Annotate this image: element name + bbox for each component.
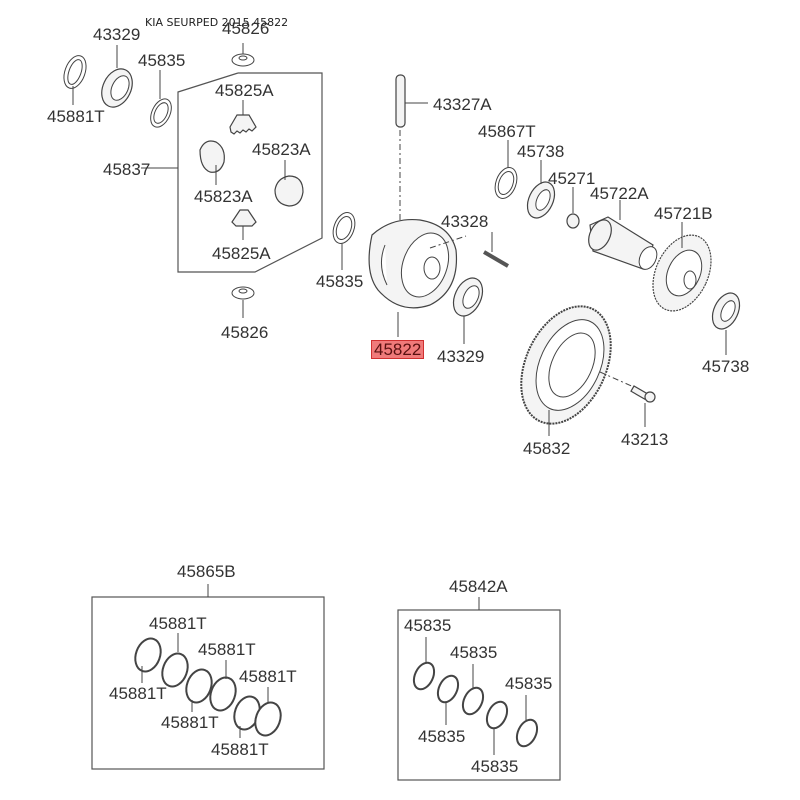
- kit-item-label[interactable]: 45881T: [198, 640, 256, 659]
- part-label-45837[interactable]: 45837: [103, 160, 151, 179]
- differential-case-45822[interactable]: [368, 218, 458, 309]
- part-label-43213[interactable]: 43213: [621, 430, 669, 449]
- part-label-45867T[interactable]: 45867T: [478, 122, 536, 141]
- kit-item-label[interactable]: 45881T: [239, 667, 297, 686]
- kit-item-label[interactable]: 45881T: [211, 740, 269, 759]
- part-label-45738[interactable]: 45738: [702, 357, 750, 376]
- nut-45271[interactable]: [566, 213, 580, 229]
- kit-item-label[interactable]: 45835: [418, 727, 466, 746]
- part-label-45835[interactable]: 45835: [316, 272, 364, 291]
- kit-item-label[interactable]: 45881T: [109, 684, 167, 703]
- part-label-45722A[interactable]: 45722A: [590, 184, 649, 203]
- part-label-45738[interactable]: 45738: [517, 142, 565, 161]
- kit-45837-outline: [177, 72, 323, 273]
- kit-item-label[interactable]: 45835: [471, 757, 519, 776]
- diagram-header: KIA SEURPED 2015 45822: [145, 16, 289, 29]
- part-label-45825A[interactable]: 45825A: [215, 81, 274, 100]
- kit-item-label[interactable]: 45835: [505, 674, 553, 693]
- part-label-43329[interactable]: 43329: [437, 347, 485, 366]
- pin-43328[interactable]: [482, 250, 510, 268]
- kit-item-label[interactable]: 45881T: [161, 713, 219, 732]
- kit-45865B-rings[interactable]: [131, 635, 285, 739]
- kit-45842A-rings[interactable]: [410, 660, 541, 750]
- part-label-45835[interactable]: 45835: [138, 51, 186, 70]
- part-label-43329[interactable]: 43329: [93, 25, 141, 44]
- part-label-45823A[interactable]: 45823A: [194, 187, 253, 206]
- driven-gear-45721B[interactable]: [642, 226, 723, 320]
- part-label-45823A[interactable]: 45823A: [252, 140, 311, 159]
- kit-label-45842A[interactable]: 45842A: [449, 577, 508, 596]
- part-label-45271[interactable]: 45271: [548, 169, 596, 188]
- part-label-45822-highlighted[interactable]: 45822: [371, 340, 425, 359]
- gear-45823A-right[interactable]: [274, 175, 304, 207]
- gear-45825A-top[interactable]: [229, 114, 257, 135]
- pin-43327A[interactable]: [395, 74, 406, 128]
- part-label-45881T[interactable]: 45881T: [47, 107, 105, 126]
- kit-item-label[interactable]: 45835: [404, 616, 452, 635]
- gear-45823A-left[interactable]: [199, 140, 225, 173]
- part-label-45721B[interactable]: 45721B: [654, 204, 713, 223]
- kit-item-label[interactable]: 45835: [450, 643, 498, 662]
- kit-item-label[interactable]: 45881T: [149, 614, 207, 633]
- kit-label-45865B[interactable]: 45865B: [177, 562, 236, 581]
- bolt-43213[interactable]: [630, 385, 656, 403]
- part-label-45826[interactable]: 45826: [221, 323, 269, 342]
- drive-gear-45722A[interactable]: [584, 216, 660, 272]
- part-label-43327A[interactable]: 43327A: [433, 95, 492, 114]
- part-label-45825A[interactable]: 45825A: [212, 244, 271, 263]
- gear-45825A-bottom[interactable]: [231, 209, 257, 227]
- part-label-45826[interactable]: 45826: [222, 19, 270, 38]
- part-label-43328[interactable]: 43328: [441, 212, 489, 231]
- part-label-45832[interactable]: 45832: [523, 439, 571, 458]
- ring-gear-45832[interactable]: [504, 292, 629, 438]
